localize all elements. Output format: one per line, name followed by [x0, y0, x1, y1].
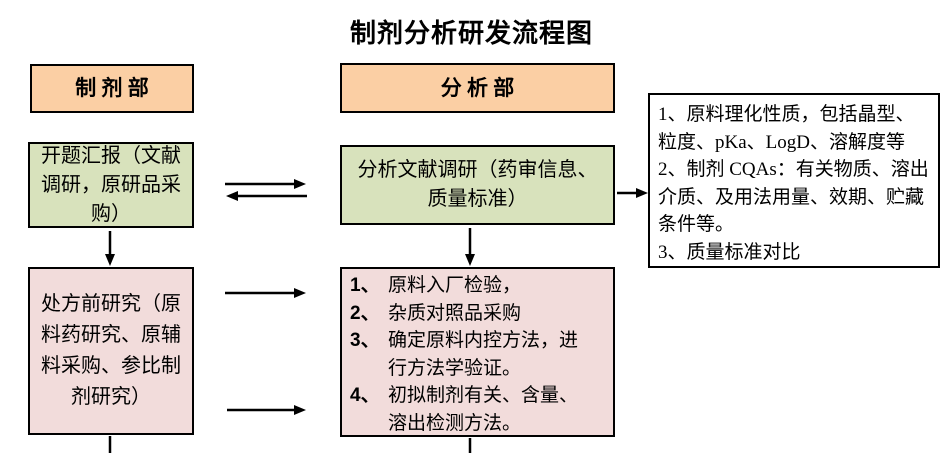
task-number: 3、 [350, 330, 380, 351]
task-text: 杂质对照品采购 [388, 302, 522, 324]
task-number: 2、 [350, 302, 380, 324]
analysis-tasks-box: 1、 原料入厂检验， 2、 杂质对照品采购 3、 确定原料内控方法，进行方法学验… [340, 267, 615, 437]
page-title: 制剂分析研发流程图 [349, 19, 593, 48]
task-text: 原料入厂检验， [388, 275, 522, 296]
dept-box-analysis: 分 析 部 [340, 63, 615, 113]
preformulation-box: 处方前研究（原料药研究、原辅料采购、参比制剂研究） [28, 267, 194, 435]
note-item: 1、原料理化性质，包括晶型、粒度、pKa、LogD、溶解度等 [658, 104, 915, 153]
task-item: 3、 确定原料内控方法，进行方法学验证。 [350, 327, 605, 382]
task-item: 4、 初拟制剂有关、含量、溶出检测方法。 [350, 382, 605, 437]
task-text: 确定原料内控方法，进行方法学验证。 [388, 330, 579, 379]
analysis-literature-box: 分析文献调研（药审信息、质量标准） [340, 145, 615, 225]
task-number: 4、 [350, 385, 380, 406]
task-text: 初拟制剂有关、含量、溶出检测方法。 [388, 385, 579, 434]
note-item: 2、制剂 CQAs：有关物质、溶出介质、及用法用量、效期、贮藏条件等。 [658, 159, 929, 235]
note-box: 1、原料理化性质，包括晶型、粒度、pKa、LogD、溶解度等 2、制剂 CQAs… [648, 93, 940, 268]
dept-box-formulation: 制 剂 部 [30, 64, 194, 113]
task-item: 2、 杂质对照品采购 [350, 300, 605, 328]
task-item: 1、 原料入厂检验， [350, 272, 605, 300]
task-number: 1、 [350, 275, 380, 296]
note-item: 3、质量标准对比 [658, 241, 801, 263]
kickoff-report-box: 开题汇报（文献调研，原研品采购） [28, 142, 194, 228]
